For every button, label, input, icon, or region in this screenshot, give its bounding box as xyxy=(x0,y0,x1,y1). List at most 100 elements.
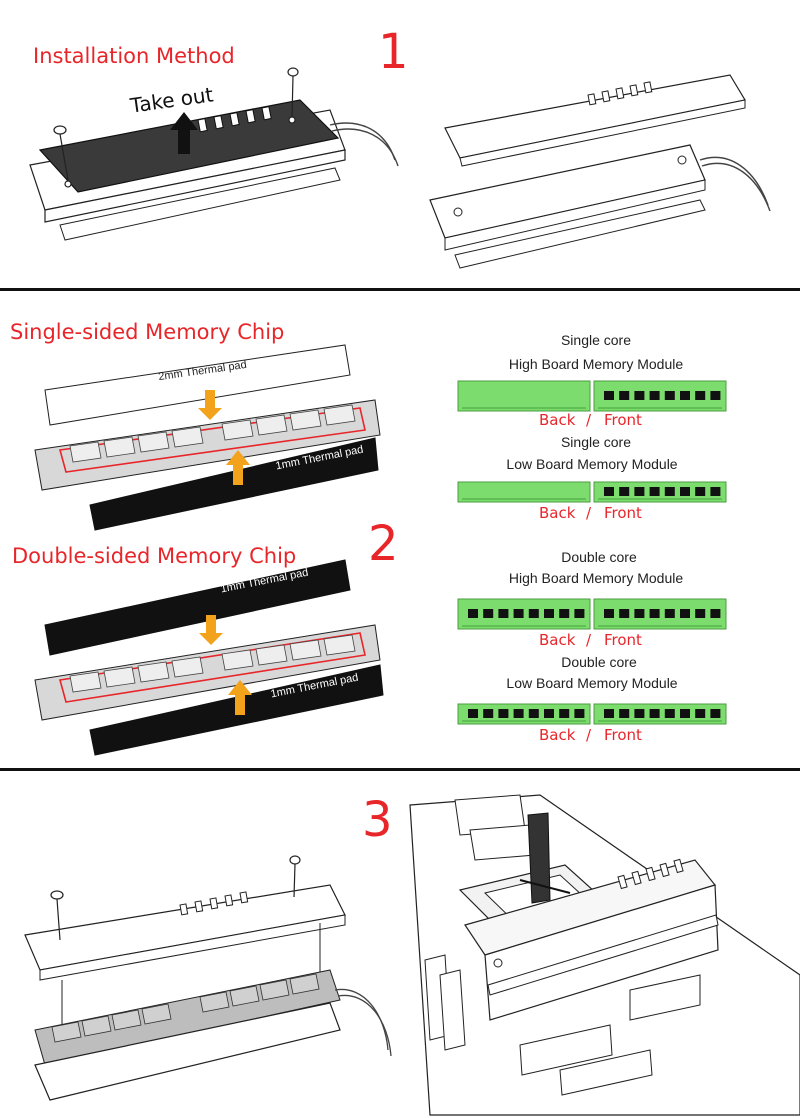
module-line2: Low Board Memory Module xyxy=(506,456,678,472)
memory-chip xyxy=(604,709,614,718)
module-contacts xyxy=(598,498,722,500)
module-contacts xyxy=(462,625,586,627)
module-line2: High Board Memory Module xyxy=(508,356,684,372)
separator-label: / xyxy=(586,726,592,744)
arrow-up-icon xyxy=(226,450,250,485)
back-label: Back xyxy=(539,726,576,744)
memory-chip xyxy=(604,609,614,618)
memory-chip xyxy=(634,609,645,618)
memory-chip xyxy=(664,391,675,400)
step-number-3: 3 xyxy=(362,792,393,848)
memory-chip xyxy=(574,609,585,618)
module-board xyxy=(457,481,591,503)
memory-chip xyxy=(468,709,478,718)
module-diagram-single-high xyxy=(456,380,727,417)
front-label: Front xyxy=(604,411,642,429)
memory-chip xyxy=(710,609,721,618)
back-label: Back xyxy=(539,504,576,522)
memory-chip xyxy=(710,391,721,400)
module-contacts xyxy=(462,720,586,722)
memory-chip xyxy=(649,391,660,400)
memory-chip xyxy=(695,391,706,400)
module-contacts xyxy=(598,720,722,722)
module-contacts xyxy=(598,407,722,409)
memory-chip xyxy=(604,487,614,496)
module-contacts xyxy=(462,407,586,409)
memory-module-graphic xyxy=(457,703,727,725)
single-sided-stack-illustration xyxy=(34,344,381,531)
motherboard-install-illustration xyxy=(409,794,800,1116)
memory-chip xyxy=(710,487,721,496)
memory-chip xyxy=(544,609,554,618)
memory-chip xyxy=(528,609,539,618)
separator-label: / xyxy=(586,411,592,429)
memory-chip xyxy=(649,709,660,718)
memory-chip xyxy=(619,709,630,718)
module-line1: Double core xyxy=(561,549,637,565)
module-line2: High Board Memory Module xyxy=(508,570,684,586)
double-sided-title: Double-sided Memory Chip xyxy=(12,544,297,568)
module-line1: Double core xyxy=(561,654,637,670)
memory-chip xyxy=(680,391,690,400)
back-label: Back xyxy=(539,411,576,429)
single-sided-title: Single-sided Memory Chip xyxy=(10,320,285,344)
arrow-up-icon xyxy=(170,112,198,154)
memory-chip xyxy=(680,709,690,718)
step-number-1: 1 xyxy=(378,24,409,80)
memory-chip xyxy=(680,487,690,496)
memory-chip xyxy=(498,709,509,718)
memory-chip xyxy=(695,709,706,718)
divider-1 xyxy=(0,288,800,291)
memory-chip xyxy=(634,487,645,496)
back-label: Back xyxy=(539,631,576,649)
memory-chip xyxy=(574,709,585,718)
memory-chip xyxy=(498,609,509,618)
separator-label: / xyxy=(586,504,592,522)
module-diagram-double-low xyxy=(456,703,727,730)
installation-method-title: Installation Method xyxy=(33,44,235,68)
memory-chip xyxy=(604,391,614,400)
heatsink-separated-illustration xyxy=(429,74,771,269)
memory-chip xyxy=(710,709,721,718)
memory-chip xyxy=(634,391,645,400)
memory-chip xyxy=(483,609,494,618)
memory-chip xyxy=(649,487,660,496)
front-label: Front xyxy=(604,631,642,649)
step-number-2: 2 xyxy=(368,516,399,572)
memory-chip xyxy=(649,609,660,618)
screw-icon xyxy=(53,67,299,188)
memory-chip xyxy=(664,709,675,718)
heatsink-assembly-illustration xyxy=(24,855,392,1101)
front-label: Front xyxy=(604,726,642,744)
memory-module-graphic xyxy=(457,598,727,630)
separator-label: / xyxy=(586,631,592,649)
memory-chip xyxy=(695,609,706,618)
memory-chip xyxy=(634,709,645,718)
memory-chip xyxy=(483,709,494,718)
front-label: Front xyxy=(604,504,642,522)
memory-chip xyxy=(468,609,478,618)
memory-chip xyxy=(664,609,675,618)
memory-module-graphic xyxy=(457,481,727,503)
double-sided-stack-illustration xyxy=(34,559,384,756)
memory-chip xyxy=(528,709,539,718)
arrow-up-icon xyxy=(228,680,252,715)
module-diagram-single-low xyxy=(456,481,727,508)
module-line2: Low Board Memory Module xyxy=(506,675,678,691)
arrow-down-icon xyxy=(198,390,222,420)
heatsink-open-illustration xyxy=(29,67,399,241)
memory-chip xyxy=(559,609,570,618)
module-line1: Single core xyxy=(560,332,632,348)
memory-chip xyxy=(513,709,524,718)
memory-chip xyxy=(544,709,554,718)
module-board xyxy=(457,380,591,412)
module-contacts xyxy=(462,498,586,500)
memory-chip xyxy=(619,391,630,400)
memory-chip xyxy=(513,609,524,618)
module-line1: Single core xyxy=(560,434,632,450)
memory-chip xyxy=(619,609,630,618)
memory-chip xyxy=(680,609,690,618)
memory-module-graphic xyxy=(457,380,727,412)
memory-chip xyxy=(695,487,706,496)
module-contacts xyxy=(598,625,722,627)
